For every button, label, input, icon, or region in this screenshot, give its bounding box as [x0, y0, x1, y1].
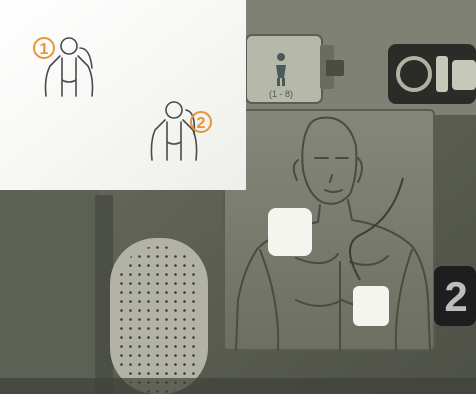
electrode-pad-lower: [353, 286, 389, 326]
svg-text:2: 2: [197, 115, 206, 132]
speaker-grille: [110, 238, 208, 394]
svg-text:2: 2: [444, 273, 467, 320]
instruction-card: 1 2: [0, 0, 246, 190]
step-badge: 2: [434, 266, 476, 326]
status-indicator: [388, 44, 476, 104]
pad-placement-diagram: [224, 110, 434, 350]
electrode-pad-upper: [268, 208, 312, 256]
svg-text:1: 1: [40, 41, 49, 58]
age-range-label: (1 - 8): [269, 89, 293, 99]
